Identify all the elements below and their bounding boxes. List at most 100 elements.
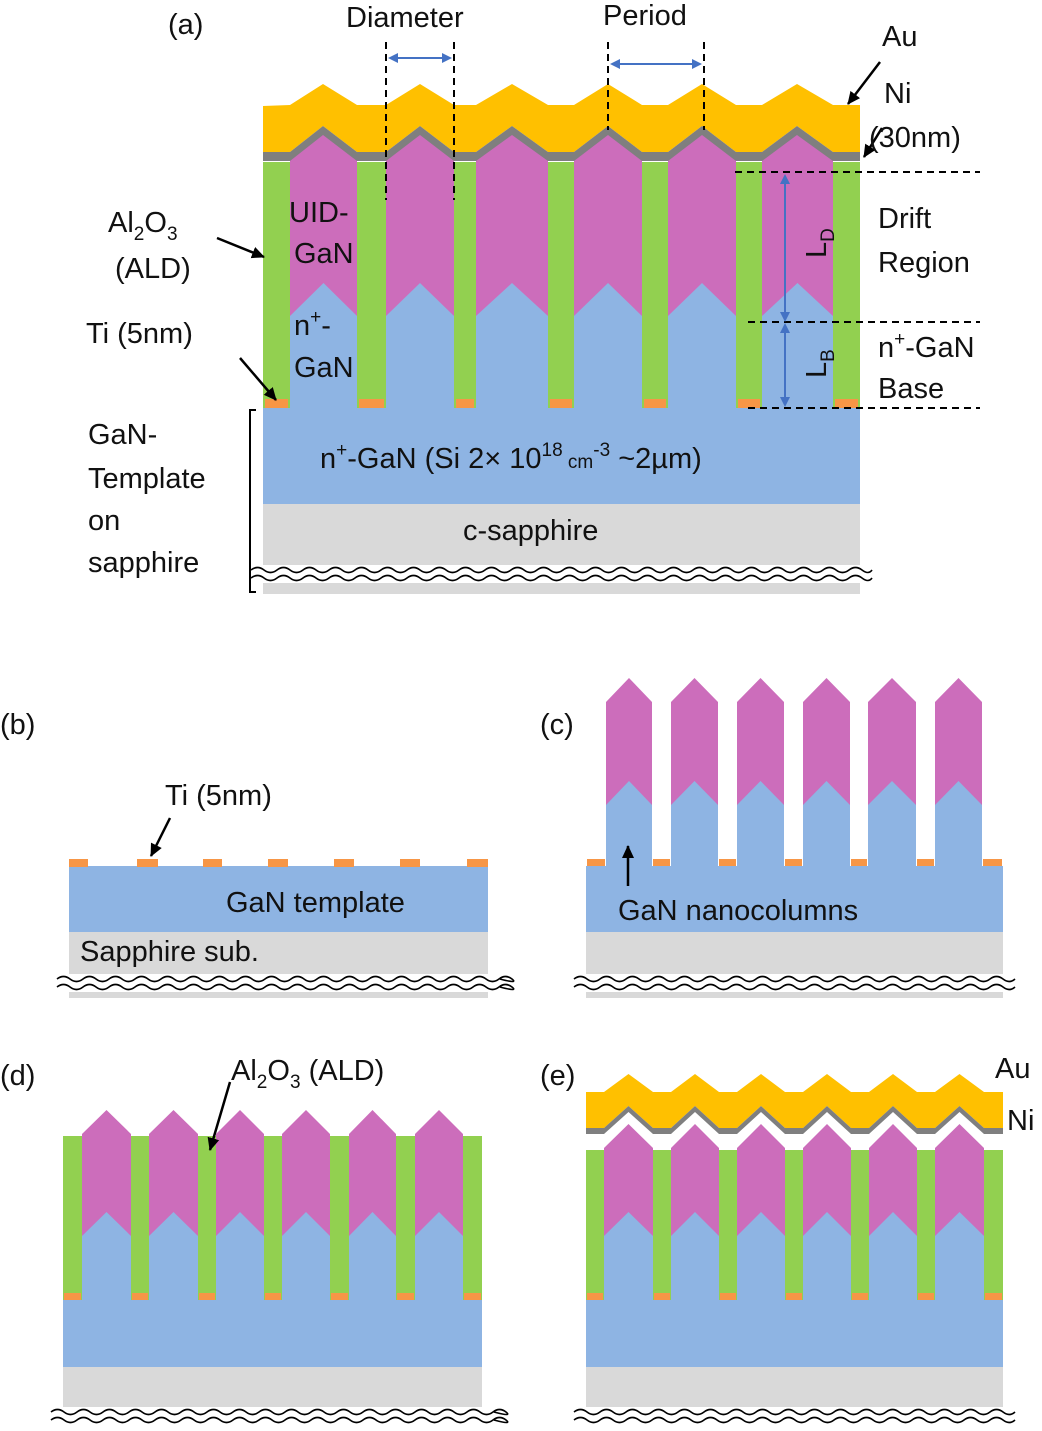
drift-region-label-1: Drift: [878, 203, 931, 235]
ti-pad-e-2: [720, 1293, 736, 1300]
n-gan-nanocolumn-c-4: [868, 781, 916, 866]
sapphire-sub-label: Sapphire sub.: [80, 936, 259, 968]
panel-label-d: (d): [0, 1060, 35, 1092]
ti-pad-d-2: [199, 1293, 215, 1300]
n-gan-nanocolumn-e-5: [935, 1212, 984, 1300]
ti-pad-b-1: [137, 859, 158, 867]
ni-layer-e: [586, 1106, 1003, 1134]
base-label-2: Base: [878, 373, 944, 405]
ti-pad-b-0: [69, 859, 88, 867]
ti-pointer-b: [149, 817, 172, 857]
bracket-label-3: on: [88, 505, 120, 537]
ti-pad-e-4: [852, 1293, 868, 1300]
gan-template-c: [586, 866, 1003, 932]
au-label-e: Au: [995, 1053, 1030, 1085]
ald-label: (ALD): [115, 253, 191, 285]
ti-pointer: [239, 357, 277, 401]
n-gan-nanocolumn-d-3: [282, 1212, 330, 1300]
ti-pad-e-1: [654, 1293, 670, 1300]
panel-b: (b) Ti (5nm) GaN template Sapphire sub.: [0, 709, 515, 998]
al2o3-walls-d: [63, 1136, 482, 1300]
n-gan-nanocolumn-d-5: [415, 1212, 463, 1300]
ld-label: LD: [801, 228, 839, 258]
substrate-break-e-lower: [573, 1416, 1016, 1424]
al2o3-walls-e: [586, 1150, 1003, 1300]
n-gan-nanocolumn-c-1: [671, 781, 718, 866]
ni-layer: [263, 126, 860, 161]
n-plus-gan-template-label: n+-GaN (Si 2× 1018 cm-3 ~2µm): [320, 440, 702, 475]
substrate-break-a-lower: [250, 574, 873, 582]
n-gan-nanocolumn-e-2: [737, 1212, 785, 1300]
gan-template-label: GaN template: [226, 887, 405, 919]
panel-label-a: (a): [168, 9, 203, 41]
n-gan-nanocolumn-c-2: [737, 781, 784, 866]
substrate-break-d-lower: [50, 1416, 509, 1424]
base-label-1: n+-GaN: [878, 329, 975, 364]
ni-label: Ni: [884, 78, 911, 110]
n-gan-nanocolumn-d-4: [349, 1212, 396, 1300]
panel-d: (d) Al2O3 (ALD): [0, 1055, 509, 1425]
panel-d-structure: [43, 1110, 509, 1425]
ti-pad-e-5: [918, 1293, 934, 1300]
ti-pad-d-1: [132, 1293, 148, 1300]
uid-gan-label-1: UID-: [289, 197, 349, 229]
ti-pad-c-2: [719, 859, 736, 866]
ni-label-e: Ni: [1007, 1105, 1034, 1137]
ti-pad-c-5: [917, 859, 934, 866]
panel-b-structure: [49, 859, 515, 998]
n-gan-nanocolumn-e-1: [671, 1212, 719, 1300]
ti-pad-c-0: [587, 859, 605, 866]
bracket-label-4: sapphire: [88, 547, 199, 579]
bracket-label-1: GaN-: [88, 419, 157, 451]
n-gan-nanocolumn-d-0: [82, 1212, 131, 1300]
gan-template-d: [63, 1300, 482, 1367]
ti-strip-1: [359, 399, 384, 408]
substrate-break-c-upper: [573, 975, 1016, 983]
ti-pad-e-6: [985, 1293, 1002, 1300]
panel-e: (e) Au Ni: [540, 1053, 1034, 1425]
al2o3-ald-label-d: Al2O3 (ALD): [231, 1055, 384, 1093]
al2o3-pointer-d: [207, 1081, 232, 1151]
ti-strip-6: [835, 399, 858, 408]
n-gan-nanocolumn-base-0: [290, 283, 357, 408]
n-gan-nanocolumn-e-3: [803, 1212, 851, 1300]
ti-pad-d-4: [331, 1293, 348, 1300]
ti-strip-2: [456, 399, 474, 408]
ti-pad-d-6: [464, 1293, 481, 1300]
n-gan-nanocolumn-base-4: [668, 283, 736, 408]
ti-pad-b-6: [467, 859, 488, 867]
substrate-break-e-gap: [566, 1407, 1023, 1425]
substrate-break-c-gap: [566, 974, 1023, 992]
panel-a-annotations: [216, 42, 980, 593]
ti-pad-b-2: [203, 859, 222, 867]
ti-pad-c-6: [983, 859, 1002, 866]
ti-pad-c-1: [653, 859, 670, 866]
ti-pad-c-3: [785, 859, 802, 866]
substrate-break-b-lower: [56, 983, 515, 991]
lb-label: LB: [801, 349, 839, 378]
substrate-break-b-upper: [56, 975, 515, 983]
ni-pointer: [862, 127, 884, 158]
n-gan-nanocolumn-base-5: [762, 283, 833, 408]
ti-strip-0: [265, 399, 288, 408]
ti-label-b: Ti (5nm): [165, 780, 272, 812]
n-gan-nanocolumn-c-5: [935, 781, 982, 866]
panel-a: (a) Diameter Period Au Ni (30nm) Al2O3 (…: [86, 0, 980, 594]
ti-pad-b-4: [334, 859, 354, 867]
template-bracket: [249, 409, 256, 593]
drift-region-label-2: Region: [878, 247, 970, 279]
ti-pad-e-0: [587, 1293, 603, 1300]
ti-strip-4: [644, 399, 666, 408]
substrate-break-a-upper: [250, 566, 873, 574]
panel-e-structure: [566, 1074, 1023, 1425]
gan-template-e: [586, 1300, 1003, 1367]
n-plus-gan-label-2: GaN: [294, 352, 354, 384]
bracket-label-2: Template: [88, 463, 206, 495]
n-gan-nanocolumn-base-3: [574, 283, 642, 408]
period-label: Period: [603, 0, 687, 32]
panel-label-e: (e): [540, 1060, 575, 1092]
c-sapphire-label: c-sapphire: [463, 515, 598, 547]
ti-pad-d-0: [64, 1293, 81, 1300]
panel-c: (c) GaN nanocolumns: [540, 678, 1023, 998]
